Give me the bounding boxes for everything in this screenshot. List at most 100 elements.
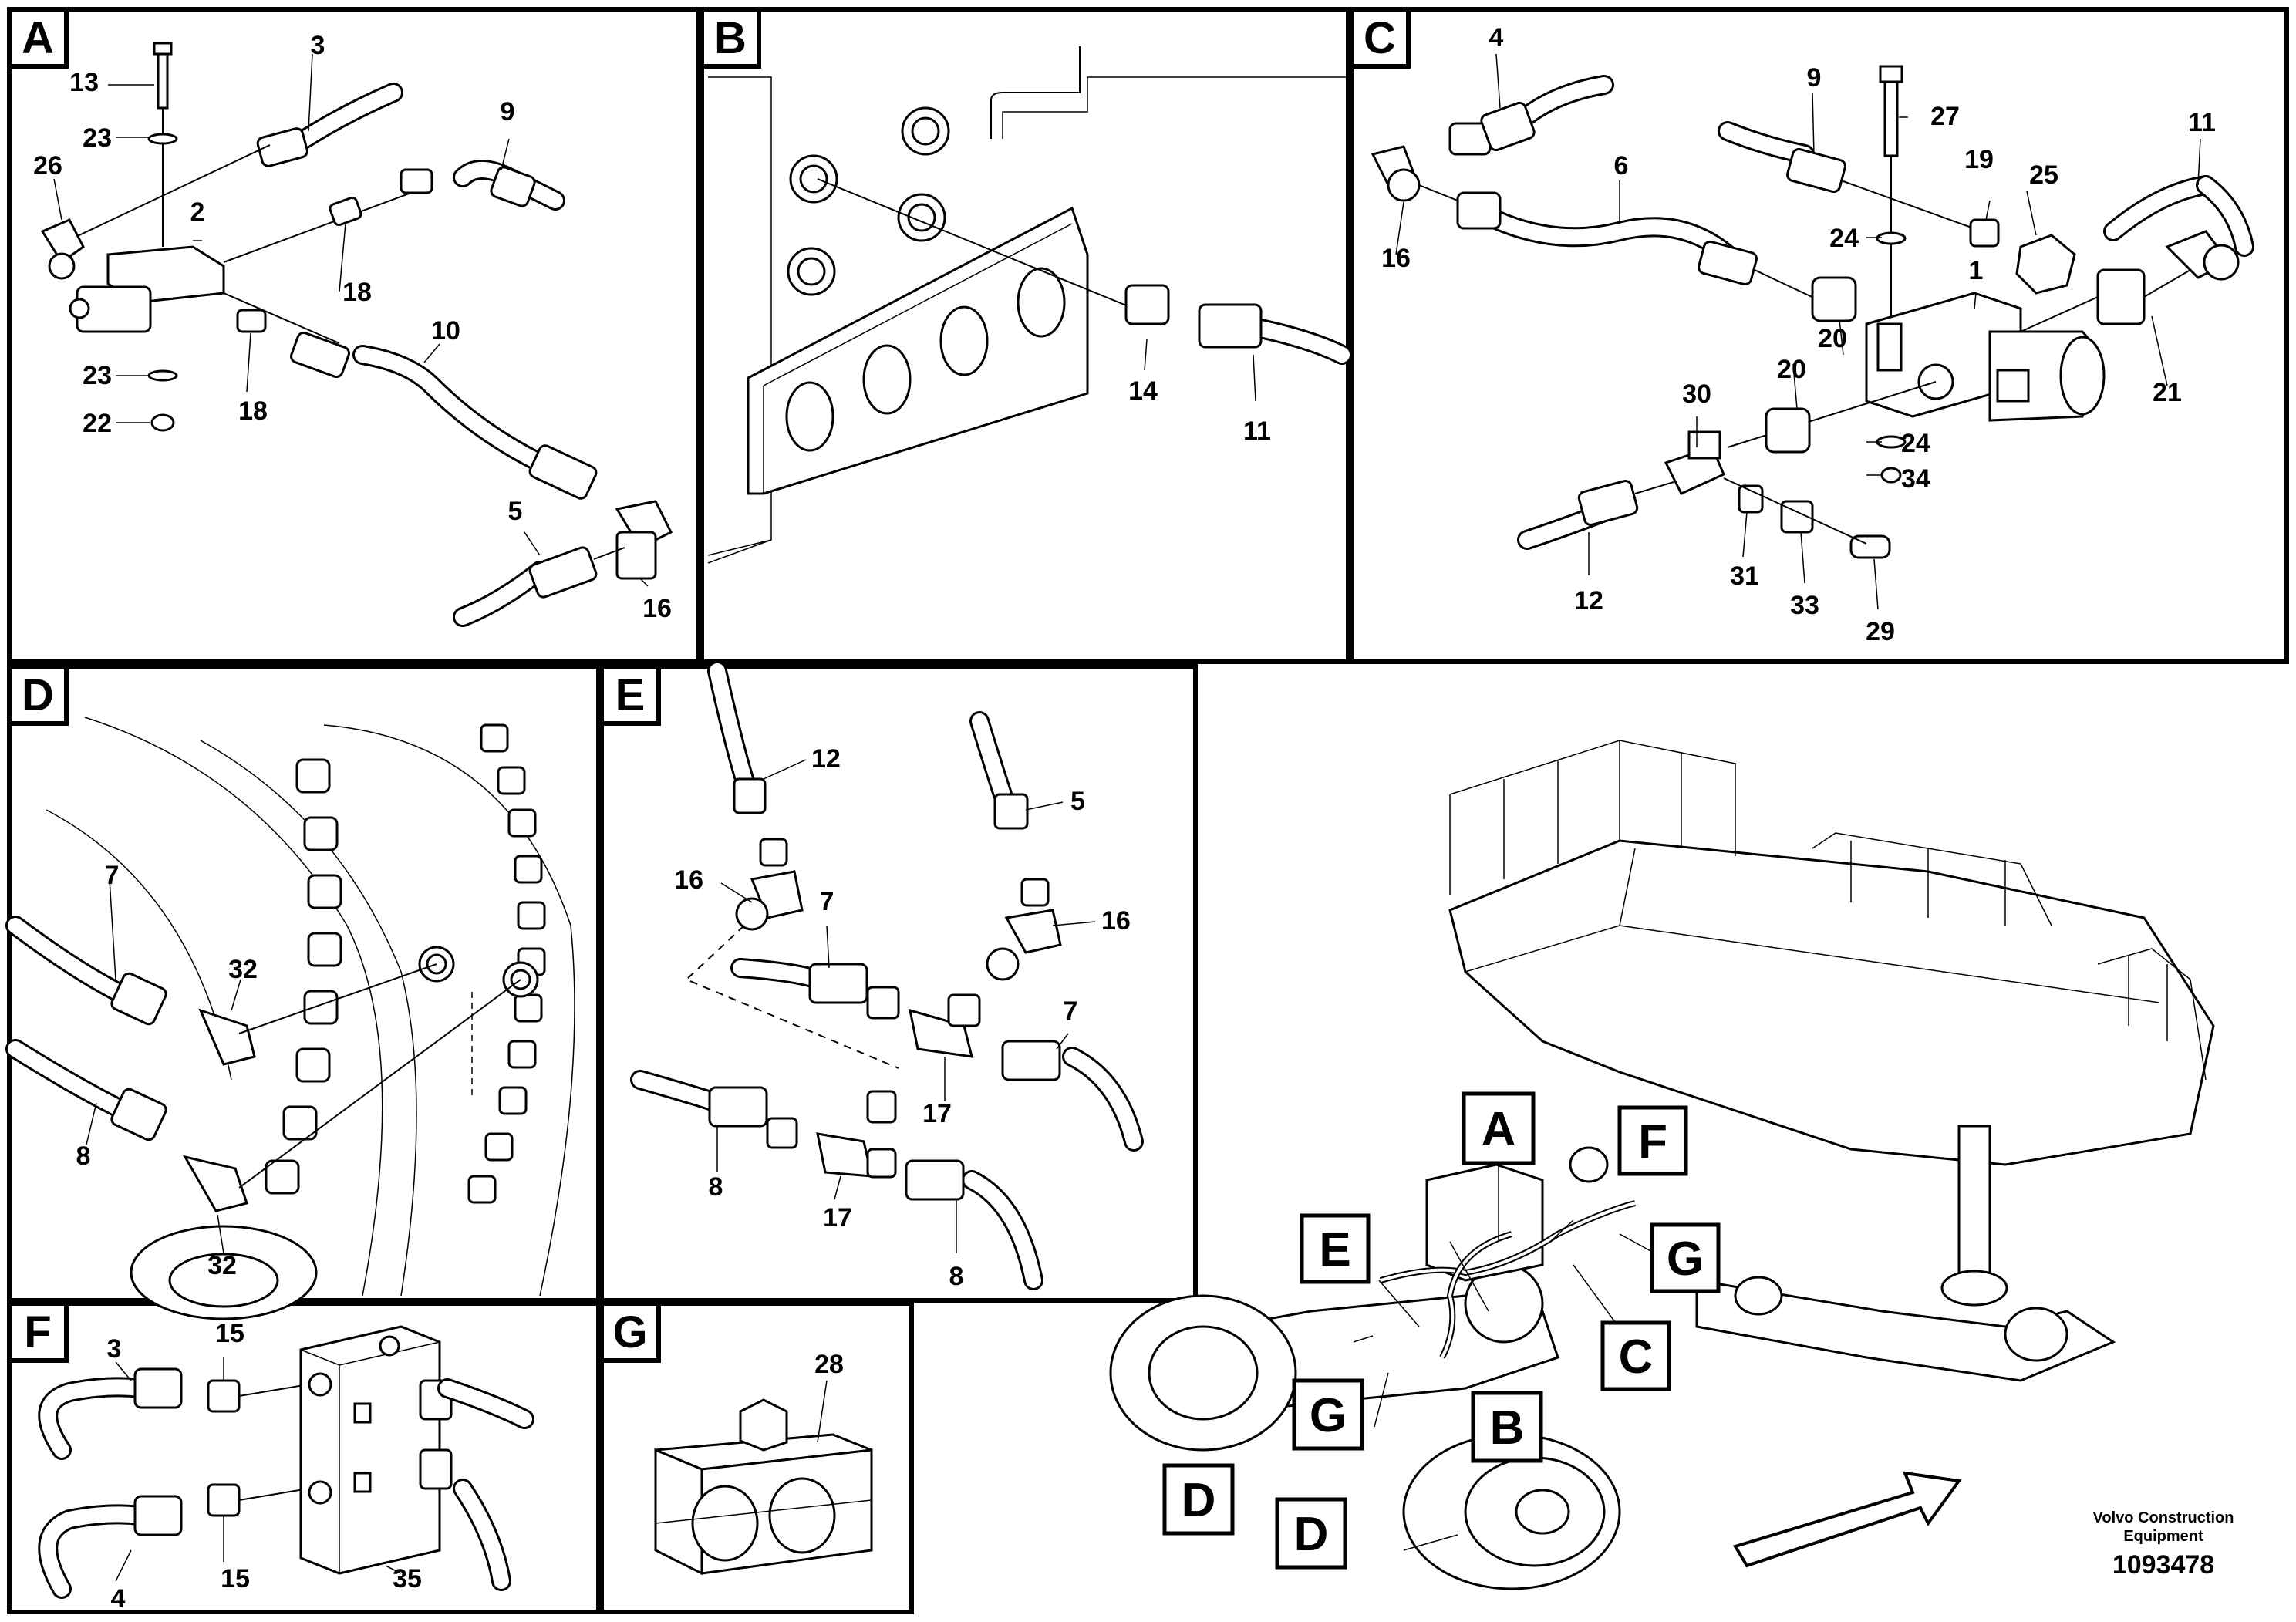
callout-F-3: 3 bbox=[107, 1334, 122, 1364]
svg-text:D: D bbox=[1294, 1508, 1329, 1561]
callout-C-20-left: 20 bbox=[1777, 355, 1806, 384]
callout-D-8: 8 bbox=[76, 1141, 91, 1171]
panel-label-G: G bbox=[612, 1307, 647, 1357]
panel-label-E: E bbox=[615, 670, 646, 720]
callout-F-4: 4 bbox=[111, 1584, 126, 1614]
callout-A-2: 2 bbox=[190, 197, 205, 227]
callout-C-31: 31 bbox=[1730, 561, 1759, 591]
callout-E-7-left: 7 bbox=[820, 887, 834, 916]
callout-A-26: 26 bbox=[33, 151, 62, 180]
callout-E-5: 5 bbox=[1070, 787, 1085, 816]
callout-E-17-lower: 17 bbox=[823, 1203, 852, 1233]
svg-text:D: D bbox=[1182, 1474, 1216, 1527]
panel-label-D: D bbox=[22, 670, 54, 720]
callout-C-34: 34 bbox=[1901, 464, 1930, 494]
panel-letter-A: A bbox=[7, 7, 69, 69]
panel-B-drawing bbox=[707, 46, 1352, 564]
overview-label-A: A bbox=[1462, 1091, 1536, 1165]
panel-frames bbox=[7, 7, 2289, 1614]
svg-text:A: A bbox=[1482, 1103, 1516, 1156]
callout-C-20-upper: 20 bbox=[1818, 324, 1847, 353]
panel-E-callouts: 12 5 16 16 7 7 17 8 17 8 bbox=[674, 744, 1131, 1291]
svg-text:B: B bbox=[1490, 1401, 1525, 1455]
callout-C-33: 33 bbox=[1790, 591, 1819, 620]
panel-letter-G: G bbox=[599, 1301, 661, 1363]
callout-A-23-bottom: 23 bbox=[83, 361, 112, 390]
callout-E-12: 12 bbox=[811, 744, 841, 774]
callout-A-22: 22 bbox=[83, 409, 112, 438]
callout-F-35: 35 bbox=[393, 1564, 422, 1593]
callout-A-18-top: 18 bbox=[342, 278, 372, 307]
panel-letter-C: C bbox=[1349, 7, 1411, 69]
panel-letter-E: E bbox=[599, 664, 661, 726]
overview-label-D-bottom: D bbox=[1275, 1497, 1347, 1570]
callout-B-11: 11 bbox=[1243, 416, 1271, 446]
callout-C-21: 21 bbox=[2153, 378, 2182, 407]
callout-C-11: 11 bbox=[2188, 108, 2216, 137]
panel-label-A: A bbox=[22, 13, 54, 63]
panel-letter-boxes: A B C D E F G bbox=[7, 7, 1411, 1363]
panel-G-callouts: 28 bbox=[814, 1350, 844, 1379]
callout-E-7-right: 7 bbox=[1064, 996, 1078, 1026]
overview-label-B: B bbox=[1471, 1391, 1543, 1463]
callout-E-16-right: 16 bbox=[1101, 906, 1131, 936]
callout-C-24-top: 24 bbox=[1829, 224, 1859, 253]
callout-D-32-top: 32 bbox=[228, 955, 258, 984]
callout-C-9: 9 bbox=[1807, 63, 1822, 93]
callout-C-6: 6 bbox=[1614, 151, 1629, 180]
panel-D-drawing bbox=[5, 717, 575, 1320]
callout-A-16: 16 bbox=[642, 594, 672, 623]
callout-C-29: 29 bbox=[1866, 617, 1895, 646]
svg-text:G: G bbox=[1667, 1233, 1704, 1286]
callout-F-15-bottom: 15 bbox=[221, 1564, 250, 1593]
callout-A-13: 13 bbox=[69, 68, 99, 97]
callout-D-7: 7 bbox=[105, 861, 120, 890]
panel-F-drawing bbox=[38, 1325, 534, 1599]
panel-label-C: C bbox=[1364, 13, 1396, 63]
callout-C-19: 19 bbox=[1964, 145, 1994, 174]
callout-D-32-bottom: 32 bbox=[207, 1251, 237, 1280]
overview-label-E: E bbox=[1300, 1213, 1371, 1284]
callout-E-8-left: 8 bbox=[709, 1172, 723, 1202]
callout-E-8-right: 8 bbox=[949, 1262, 964, 1291]
callout-A-18-bottom: 18 bbox=[238, 396, 268, 426]
panel-E-drawing bbox=[630, 661, 1144, 1290]
overview-callouts: A F E G C G B D bbox=[1162, 1091, 1721, 1570]
callout-C-4: 4 bbox=[1489, 23, 1504, 52]
callout-B-14: 14 bbox=[1128, 376, 1158, 406]
panel-G-drawing bbox=[654, 1380, 873, 1576]
callout-C-12: 12 bbox=[1574, 586, 1603, 615]
callout-A-5: 5 bbox=[508, 497, 523, 526]
svg-text:C: C bbox=[1619, 1330, 1654, 1384]
callout-E-17-upper: 17 bbox=[922, 1099, 952, 1128]
callout-C-25: 25 bbox=[2029, 160, 2058, 190]
callout-F-15-top: 15 bbox=[215, 1319, 244, 1348]
overview-label-D-left: D bbox=[1162, 1463, 1235, 1536]
machine-overview bbox=[1109, 740, 2215, 1590]
overview-label-G-left: G bbox=[1292, 1378, 1364, 1451]
overview-label-G-right: G bbox=[1650, 1222, 1721, 1293]
panel-D-callouts: 7 32 8 32 bbox=[76, 861, 258, 1280]
callout-G-28: 28 bbox=[814, 1350, 844, 1379]
panel-C-drawing bbox=[1371, 53, 2254, 610]
figure-number: 1093478 bbox=[2112, 1550, 2214, 1580]
svg-text:G: G bbox=[1310, 1389, 1347, 1442]
panel-label-B: B bbox=[714, 13, 747, 63]
panel-A-drawing bbox=[40, 42, 673, 627]
callout-C-24-bottom: 24 bbox=[1901, 429, 1930, 458]
callout-A-9: 9 bbox=[501, 97, 515, 126]
callout-A-3: 3 bbox=[311, 31, 325, 60]
panel-letter-D: D bbox=[7, 664, 69, 726]
callout-A-23-top: 23 bbox=[83, 123, 112, 153]
panel-A-callouts: 13 3 23 26 2 9 18 10 23 22 18 5 16 bbox=[33, 31, 672, 623]
callout-E-16-left: 16 bbox=[674, 865, 703, 895]
panel-F-callouts: 3 15 4 15 35 bbox=[107, 1319, 422, 1614]
footer-company-line1: Volvo Construction bbox=[2093, 1509, 2234, 1526]
overview-label-F: F bbox=[1617, 1105, 1688, 1176]
svg-text:F: F bbox=[1638, 1115, 1667, 1168]
callout-C-1: 1 bbox=[1969, 256, 1984, 285]
callout-A-10: 10 bbox=[431, 316, 460, 346]
footer-company-line2: Equipment bbox=[2123, 1528, 2203, 1545]
callout-C-16: 16 bbox=[1381, 244, 1411, 273]
